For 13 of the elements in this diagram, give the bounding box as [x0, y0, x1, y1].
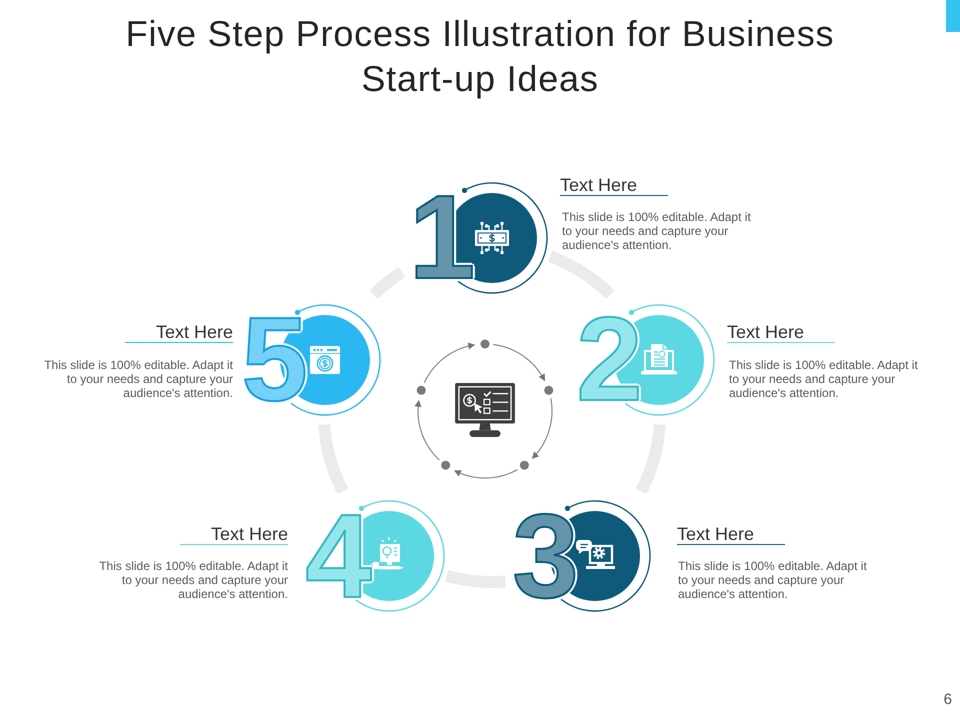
step-heading: Text Here [727, 322, 835, 343]
step-description: This slide is 100% editable. Adapt it to your needs and capture your audience's attention. [678, 559, 868, 601]
step-description: This slide is 100% editable. Adapt it to your needs and capture your audience's attention. [98, 559, 288, 601]
page-number: 6 [942, 691, 952, 709]
slide-title: Five Step Process Illustration for Business Start-up Ideas [124, 12, 836, 101]
step-heading: Text Here [560, 175, 668, 196]
step-heading: Text Here [677, 524, 785, 545]
step-description: This slide is 100% editable. Adapt it to your needs and capture your audience's attention. [729, 358, 919, 400]
ring-segment [546, 250, 615, 300]
step-description: This slide is 100% editable. Adapt it to your needs and capture your audience's attention. [562, 210, 752, 252]
step-description: This slide is 100% editable. Adapt it to your needs and capture your audience's attention. [43, 358, 233, 400]
step-heading: Text Here [125, 322, 233, 343]
step-heading: Text Here [180, 524, 288, 545]
